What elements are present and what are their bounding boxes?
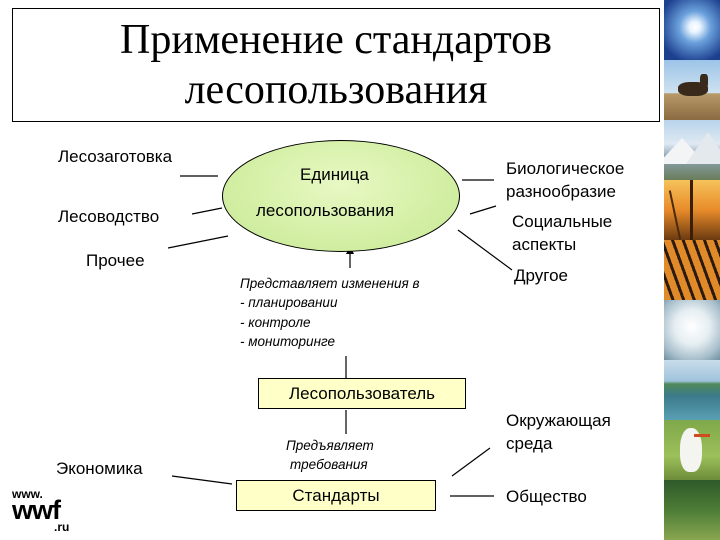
label-logging: Лесозаготовка — [58, 147, 173, 166]
snow-tree-photo — [664, 300, 720, 360]
label-social-1: Социальные — [512, 212, 613, 231]
demands-line-1: Предъявляет — [286, 438, 374, 453]
sunset-photo — [664, 180, 720, 240]
horse-photo — [664, 60, 720, 120]
stork-photo — [664, 420, 720, 480]
line-environment — [451, 447, 491, 477]
forest-photo — [664, 480, 720, 540]
represents-line-3: - контроле — [240, 315, 311, 330]
represents-line-4: - мониторинге — [240, 334, 336, 349]
label-other: Прочее — [86, 251, 145, 270]
connector-lines — [167, 175, 513, 497]
title-line-1: Применение стандартов — [120, 17, 552, 63]
mountains-photo — [664, 120, 720, 180]
wwf-logo-www: www. — [12, 487, 43, 501]
sky-sun-photo — [664, 0, 720, 60]
line-other-right — [457, 229, 513, 271]
line-other — [167, 235, 229, 249]
demands-line-2: требования — [290, 457, 368, 472]
forest-unit-ellipse — [222, 140, 460, 252]
lake-photo — [664, 360, 720, 420]
wwf-logo-ru: .ru — [54, 520, 70, 534]
photo-strip — [664, 0, 720, 540]
label-environment-2: среда — [506, 434, 553, 453]
standards-box: Стандарты — [236, 480, 436, 511]
label-environment-1: Окружающая — [506, 411, 611, 430]
line-silviculture — [191, 207, 223, 215]
wwf-logo-wwf: wwf — [12, 495, 61, 525]
forest-user-box: Лесопользователь — [258, 378, 466, 409]
ellipse-line-1: Единица — [300, 165, 369, 184]
label-biodiversity-1: Биологическое — [506, 159, 625, 178]
ellipse-line-2: лесопользования — [256, 201, 395, 220]
label-social-2: аспекты — [512, 235, 577, 254]
label-economy: Экономика — [56, 459, 143, 478]
represents-line-1: Представляет изменения в — [240, 276, 420, 291]
line-social — [469, 205, 497, 215]
line-economy — [171, 475, 233, 485]
standards-label: Стандарты — [292, 486, 380, 505]
title-box: Применение стандартов лесопользования — [12, 8, 660, 122]
tiger-photo — [664, 240, 720, 300]
title-line-2: лесопользования — [184, 67, 488, 113]
label-other-right: Другое — [514, 266, 569, 285]
label-society: Общество — [506, 487, 587, 506]
represents-line-2: - планировании — [240, 295, 338, 310]
label-biodiversity-2: разнообразие — [506, 182, 617, 201]
label-silviculture: Лесоводство — [58, 207, 160, 226]
wwf-logo: www. wwf .ru — [12, 488, 78, 536]
forest-user-label: Лесопользователь — [288, 384, 436, 403]
